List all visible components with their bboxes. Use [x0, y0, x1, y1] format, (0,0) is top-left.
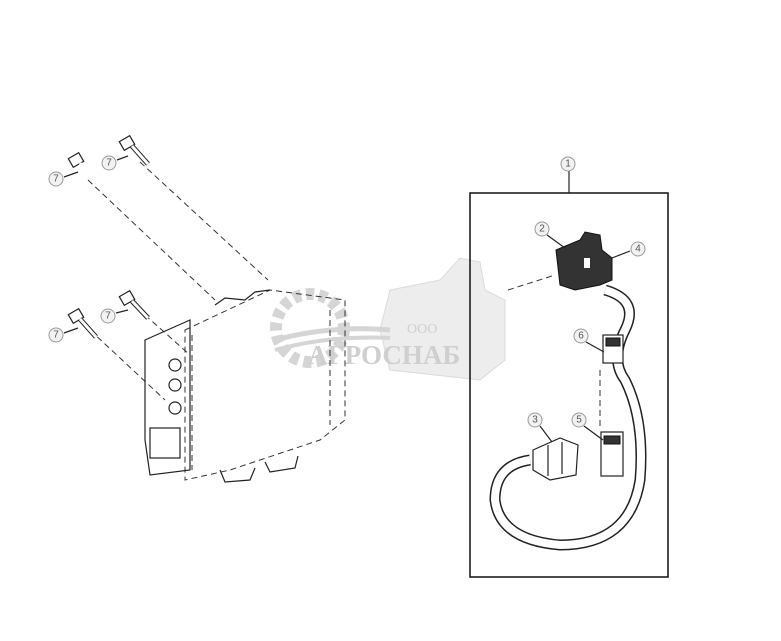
callout-2: 2 [534, 221, 550, 237]
watermark-logo: ООО АГРОСНАБ [270, 257, 506, 381]
svg-text:4: 4 [635, 244, 641, 255]
wiring-harness [489, 231, 647, 551]
svg-text:6: 6 [578, 331, 584, 342]
callout-7b: 7 [101, 155, 117, 171]
svg-text:2: 2 [539, 224, 545, 235]
svg-text:7: 7 [53, 174, 59, 185]
svg-text:7: 7 [105, 311, 111, 322]
watermark-prefix: ООО [407, 322, 437, 337]
svg-text:7: 7 [53, 330, 59, 341]
callout-1: 1 [560, 156, 576, 172]
callout-3: 3 [527, 412, 543, 428]
svg-text:3: 3 [532, 415, 538, 426]
svg-text:7: 7 [106, 158, 112, 169]
bolt-7a [67, 151, 98, 184]
svg-text:1: 1 [565, 159, 571, 170]
callout-6: 6 [573, 328, 589, 344]
bolt-7c [67, 307, 98, 339]
callout-7a: 7 [48, 171, 64, 187]
bolt-7b [118, 134, 150, 166]
callout-7d: 7 [100, 308, 116, 324]
callout-4: 4 [630, 241, 646, 257]
bolt-7d [118, 289, 150, 320]
watermark-name: АГРОСНАБ [308, 340, 460, 370]
svg-text:5: 5 [576, 415, 582, 426]
leader-lines [63, 155, 631, 443]
callout-5: 5 [571, 412, 587, 428]
control-module [144, 289, 346, 483]
callout-7c: 7 [48, 327, 64, 343]
